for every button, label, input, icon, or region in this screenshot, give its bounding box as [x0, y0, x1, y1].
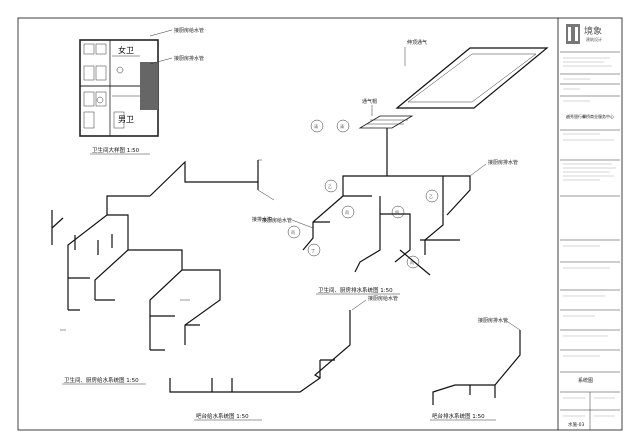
drain-caption: 卫生间、厨房排水系统图 1:50 — [318, 286, 393, 294]
shaft-hatch — [140, 62, 158, 110]
plan-caption: 卫生间大样图 1:50 — [92, 146, 140, 154]
drawing-name: 系统图 — [578, 377, 593, 384]
tag-3: 丙 — [291, 230, 295, 235]
bar-supply: 接厨房给水管 吧台给水系统图 1:50 — [169, 295, 398, 421]
bar-drain-callout: 接厨房排水管 — [478, 317, 508, 324]
tag-7: 乙 — [429, 193, 433, 199]
plan-callout-drain: 接厨房排水管 — [174, 55, 204, 62]
vent-callout: 伸顶通气 — [407, 39, 427, 46]
drain-tags: 清 清 乙 丙 丁 丙 甲 乙 丙 — [287, 119, 439, 269]
tag-1: 清 — [340, 123, 344, 129]
supply-system: 接厨房给水管 卫生间、厨房给水系统图 1:50 — [51, 159, 292, 385]
vent-outlet: 伸顶通气 通气帽 — [358, 39, 549, 129]
bar-drain: 接厨房排水管 吧台排水系统图 1:50 — [430, 317, 521, 421]
project-name: 越秀银行馨桥商业服务中心 — [566, 113, 614, 119]
drain-callout-detail: 接排水沟 — [252, 216, 272, 223]
logo-subtitle: 建筑设计 — [586, 36, 602, 42]
tag-5: 丙 — [345, 210, 349, 215]
drawing-border — [17, 17, 623, 431]
tag-2: 乙 — [328, 183, 332, 189]
tag-4: 丁 — [311, 248, 315, 253]
supply-caption: 卫生间、厨房给水系统图 1:50 — [64, 376, 139, 384]
room-label-male: 男卫 — [118, 115, 134, 124]
supply-callout: 接厨房给水管 — [262, 217, 292, 224]
sheet-number: 水施-03 — [568, 421, 584, 428]
tag-0: 清 — [314, 123, 318, 129]
bathroom-plan: 女卫 男卫 接厨房给水管 接厨房排水管 卫生间大样图 1:50 — [79, 27, 204, 155]
bar-supply-caption: 吧台给水系统图 1:50 — [196, 412, 249, 420]
drain-callout-kitchen: 接厨房排水管 — [488, 159, 518, 166]
tag-6: 甲 — [395, 210, 399, 215]
drain-system: 清 清 乙 丙 丁 丙 甲 乙 丙 接厨房排水管 接排水沟 卫生间、厨房排水系统… — [252, 119, 518, 295]
svg-text:通气帽: 通气帽 — [362, 98, 377, 105]
room-label-female: 女卫 — [118, 45, 134, 55]
tag-8: 丙 — [410, 260, 414, 265]
bar-drain-caption: 吧台排水系统图 1:50 — [432, 412, 485, 420]
logo-text: 境象 — [584, 25, 602, 37]
bar-supply-callout: 接厨房给水管 — [368, 295, 398, 302]
plan-callout-supply: 接厨房给水管 — [174, 27, 204, 34]
titleblock: 境象 建筑设计 — [560, 24, 620, 430]
